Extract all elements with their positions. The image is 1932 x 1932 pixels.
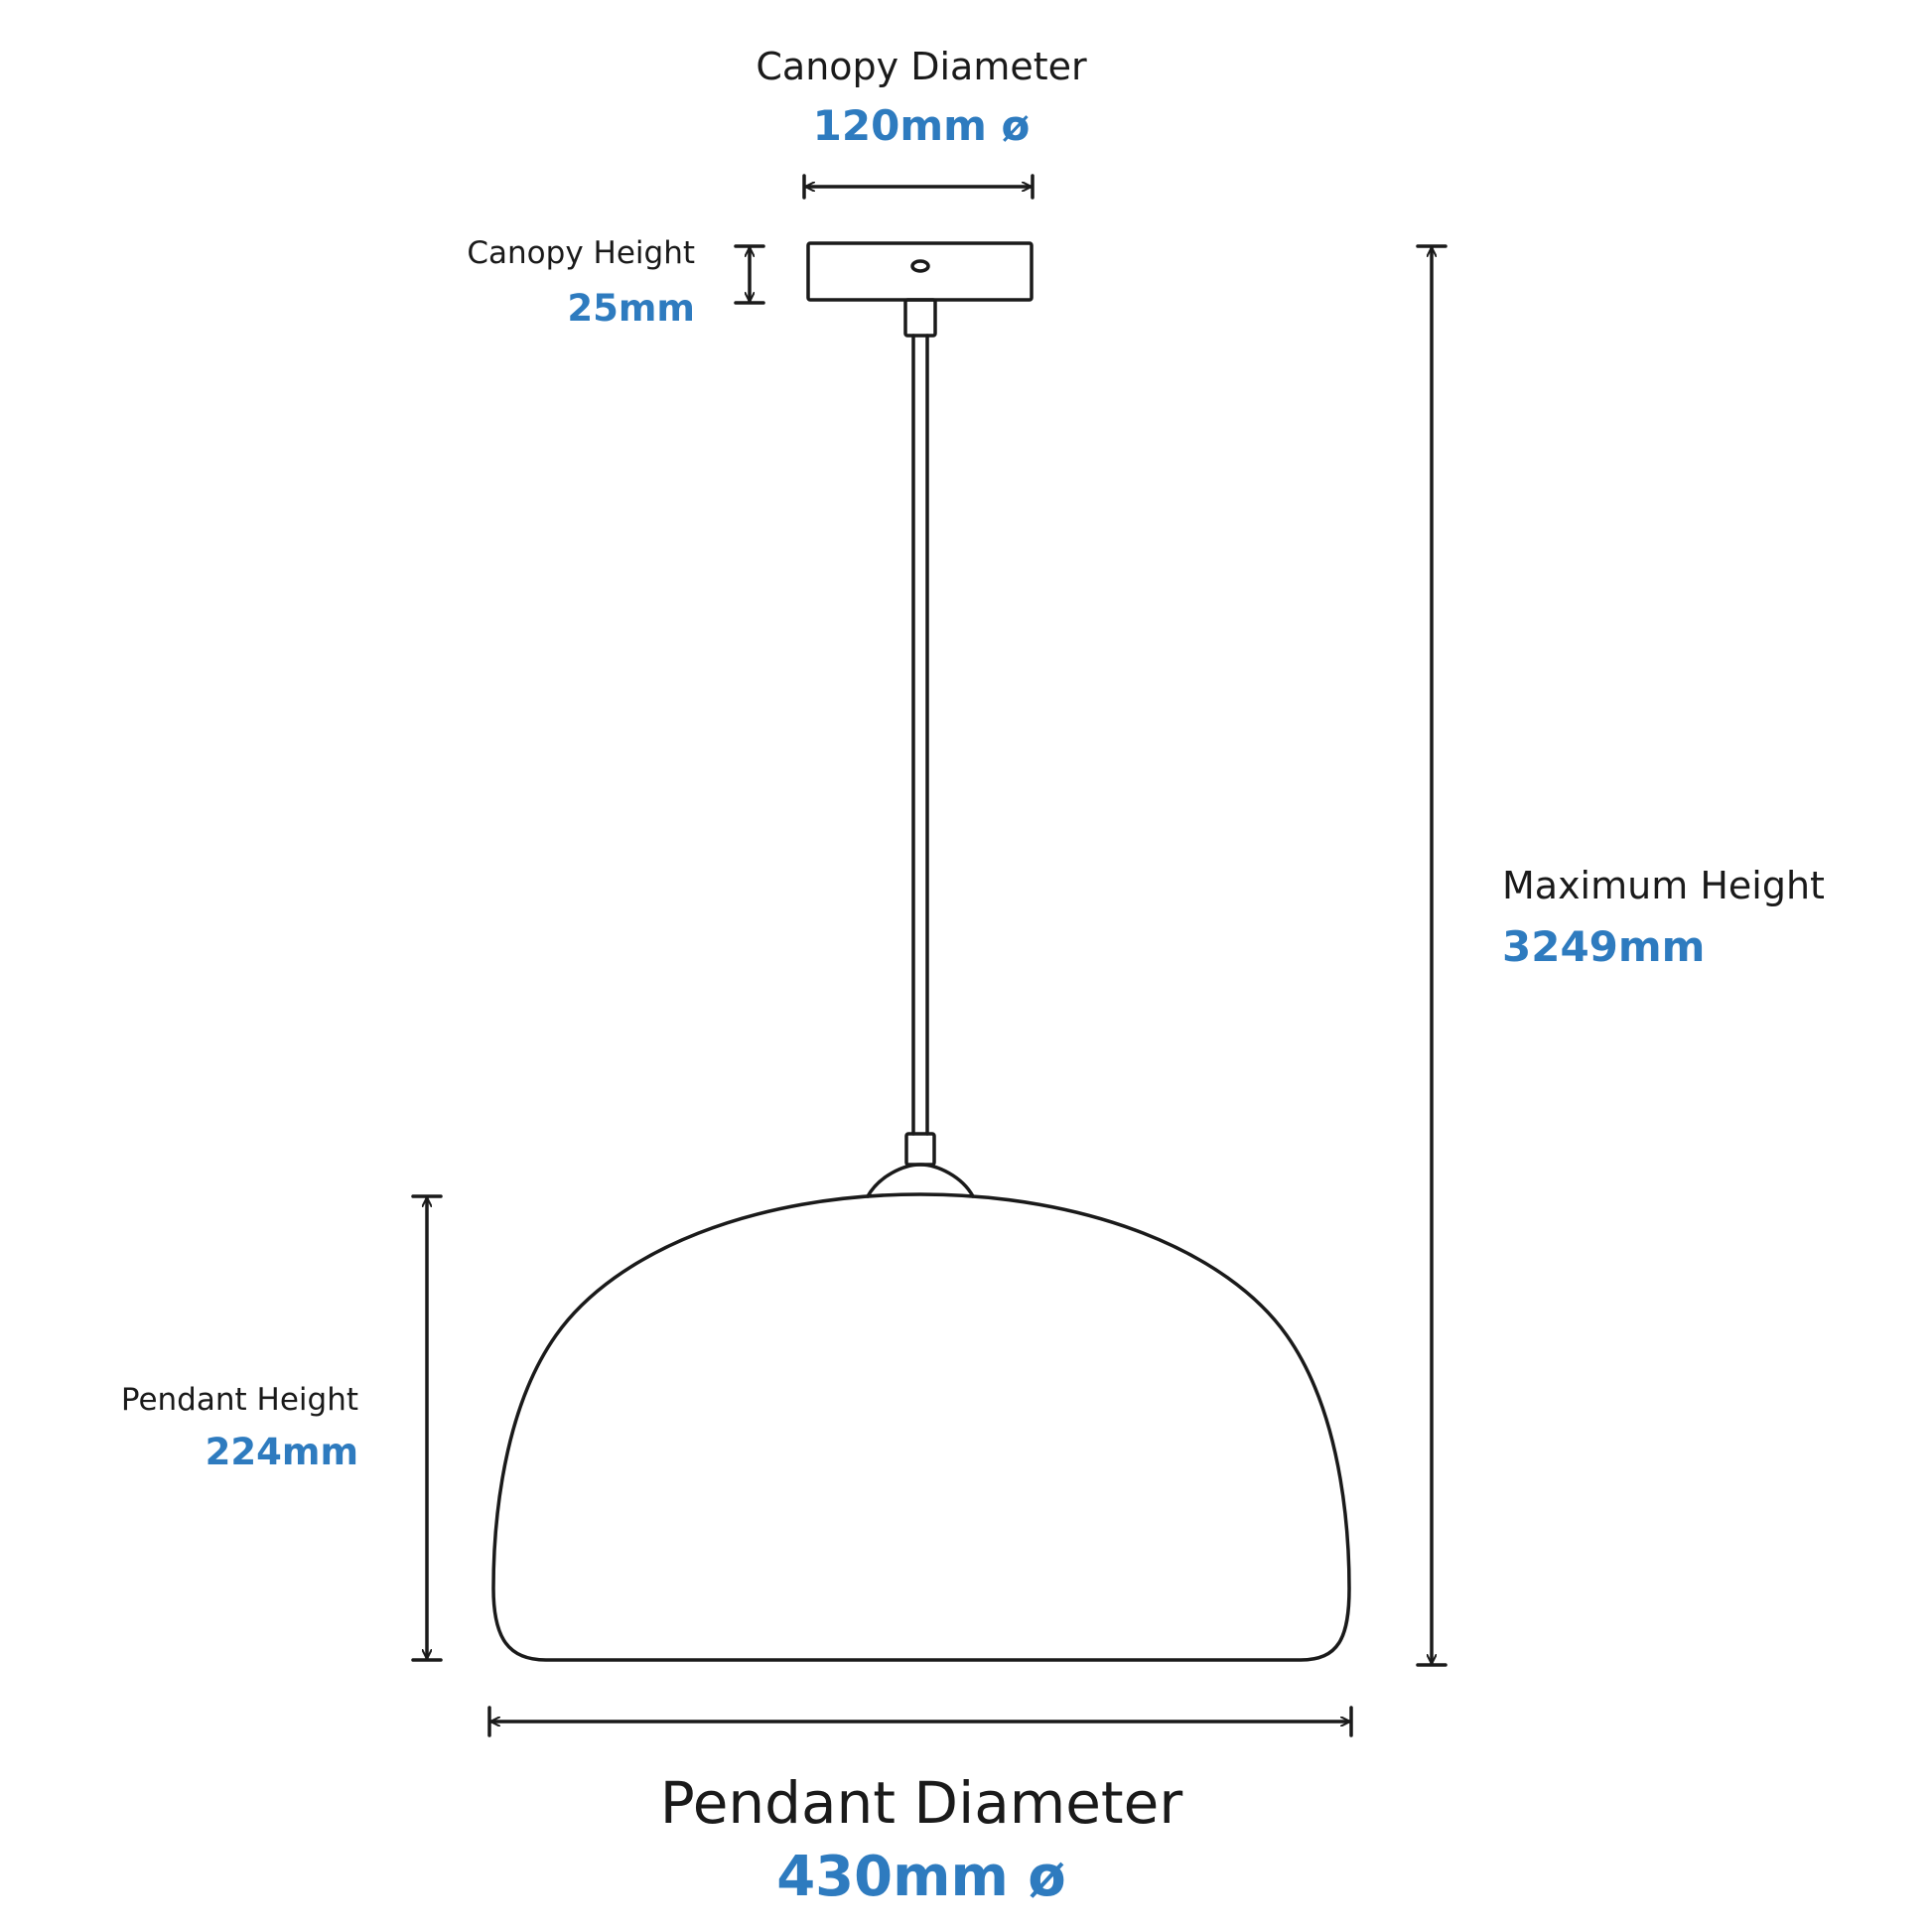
lamp-holder-cap: [866, 1163, 975, 1198]
canopy-diameter-value: 120mm ø: [812, 101, 1031, 150]
dome-shade: [491, 1192, 1351, 1662]
maximum-height-value: 3249mm: [1502, 922, 1706, 971]
canopy-height-label: Canopy Height: [467, 235, 695, 271]
canopy-diameter-dimension-line: [802, 174, 1035, 200]
top-cord-grip: [903, 298, 937, 338]
maximum-height-dimension-line: [1416, 244, 1448, 1667]
pendant-height-dimension-line: [411, 1194, 443, 1662]
canopy-height-value: 25mm: [567, 287, 695, 330]
canopy: [806, 241, 1034, 302]
bottom-cord-grip: [904, 1132, 936, 1167]
pendant-diameter-value: 430mm ø: [776, 1845, 1066, 1909]
canopy-diameter-label: Canopy Diameter: [756, 45, 1087, 88]
suspension-cord: [911, 334, 929, 1136]
pendant-diameter-label: Pendant Diameter: [659, 1769, 1183, 1837]
pendant-height-value: 224mm: [205, 1431, 358, 1473]
pendant-height-label: Pendant Height: [120, 1382, 358, 1418]
maximum-height-label: Maximum Height: [1502, 864, 1825, 907]
canopy-height-dimension-line: [734, 244, 765, 305]
pendant-diameter-dimension-line: [487, 1706, 1353, 1737]
